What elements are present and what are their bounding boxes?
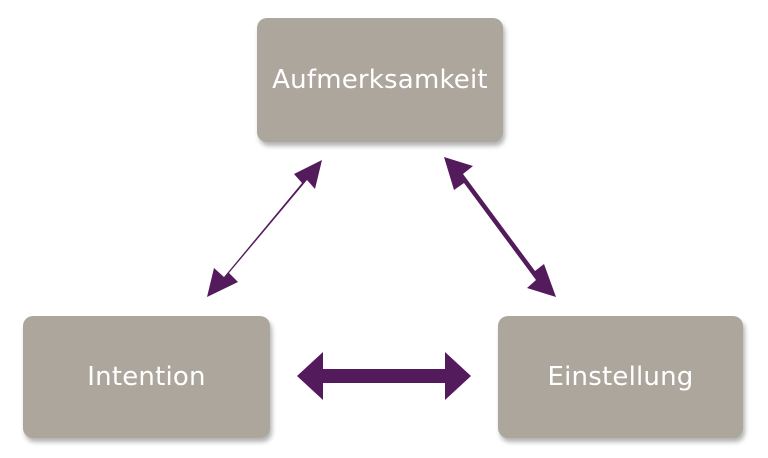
arrow-intention-einstellung bbox=[297, 352, 471, 400]
node-label: Intention bbox=[87, 362, 206, 392]
node-label: Aufmerksamkeit bbox=[272, 65, 488, 95]
arrow-aufmerksamkeit-einstellung bbox=[444, 157, 556, 297]
node-aufmerksamkeit: Aufmerksamkeit bbox=[257, 18, 503, 142]
node-intention: Intention bbox=[23, 316, 270, 438]
arrow-intention-aufmerksamkeit bbox=[207, 160, 322, 297]
node-einstellung: Einstellung bbox=[498, 316, 743, 438]
node-label: Einstellung bbox=[547, 362, 694, 392]
